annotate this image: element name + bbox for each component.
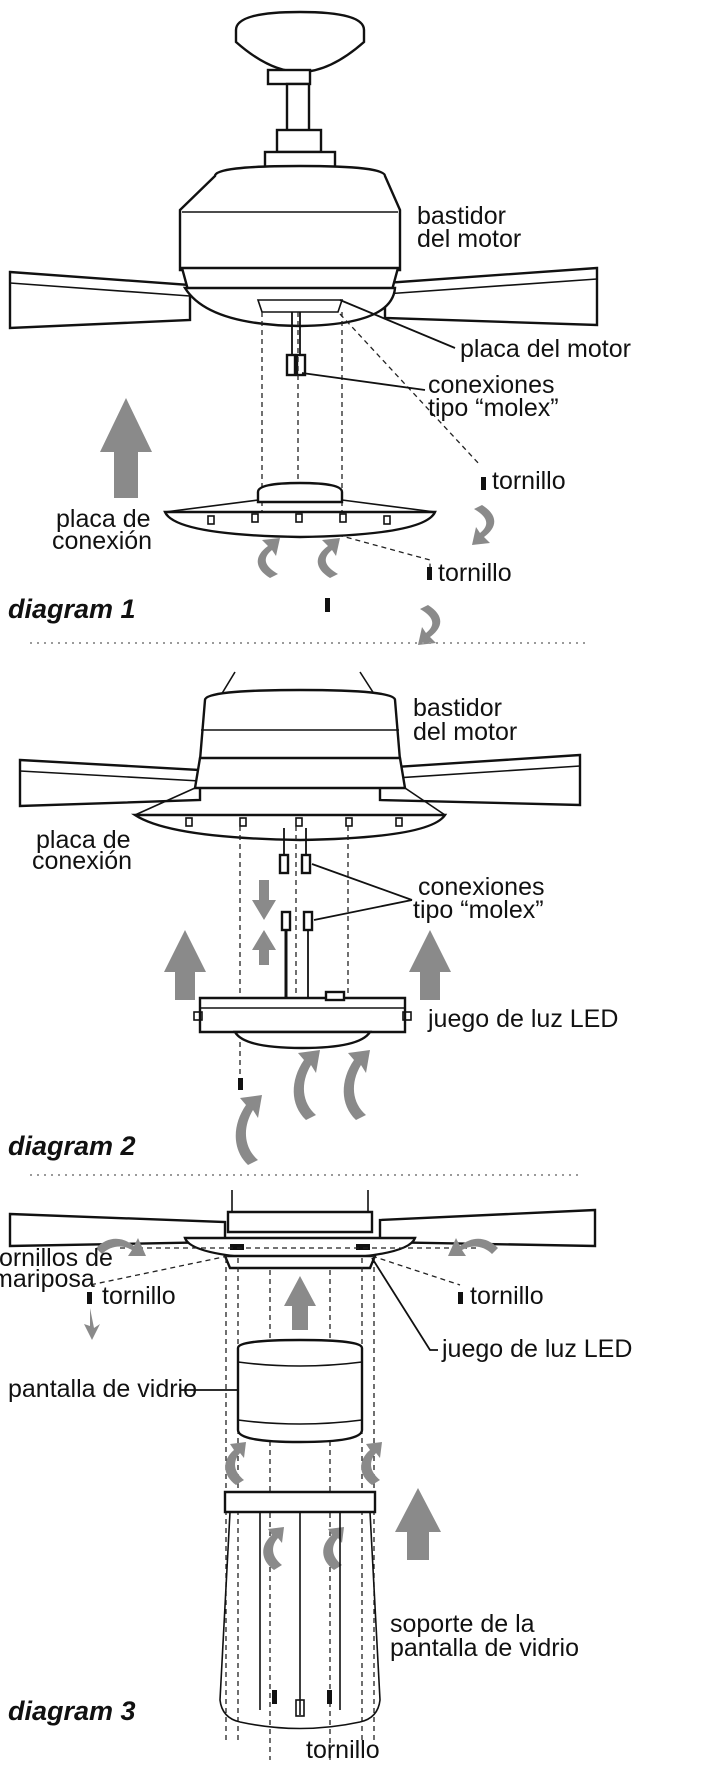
glass-shade	[236, 1338, 364, 1444]
diagram-1-caption: diagram 1	[8, 594, 136, 624]
label-screw-right: tornillo	[470, 1282, 544, 1310]
motor-ring	[182, 286, 397, 328]
label-motor-housing-1: bastidor	[413, 694, 502, 722]
rotation-arrows	[257, 505, 495, 645]
label-molex-2: tipo “molex”	[428, 394, 559, 422]
fan-blade-right	[378, 753, 582, 807]
label-led-kit: juego de luz LED	[441, 1335, 632, 1363]
label-connection-plate-1: placa de	[56, 505, 151, 533]
label-connection-plate-1: placa de	[36, 826, 131, 854]
up-arrow	[284, 1276, 316, 1330]
label-molex-1: conexiones	[418, 873, 544, 901]
motor-housing	[178, 164, 402, 272]
downrod-coupler	[275, 128, 323, 154]
diagram-3-caption: diagram 3	[8, 1696, 136, 1726]
fan-blade-left	[18, 758, 202, 808]
label-screw-bottom: tornillo	[306, 1736, 380, 1764]
led-kit-leader	[371, 1257, 438, 1351]
label-motor-housing-2: del motor	[417, 225, 521, 253]
label-motor-plate: placa del motor	[460, 335, 631, 363]
label-connection-plate-2: conexión	[52, 527, 152, 555]
glass-shade-leader	[180, 1389, 239, 1395]
up-arrow	[164, 930, 206, 1000]
led-light-kit	[223, 1254, 377, 1270]
motor-plate	[256, 299, 344, 313]
label-connection-plate-2: conexión	[32, 847, 132, 875]
molex-connector	[278, 853, 290, 875]
motor-plate-leader	[339, 299, 456, 349]
diagram-2: bastidor del motor placa de conexión con…	[8, 671, 618, 1165]
plate-screws	[207, 513, 391, 525]
up-arrow	[409, 930, 451, 1000]
connection-plate	[130, 813, 448, 842]
fan-blade-left	[8, 270, 192, 330]
label-screw-b: tornillo	[438, 559, 512, 587]
rotation-arrows	[225, 1442, 382, 1570]
motor-housing-lower	[180, 266, 400, 292]
diagram-1: bastidor del motor placa del motor conex…	[8, 10, 631, 645]
ceiling-canopy	[234, 10, 366, 74]
molex-leader	[311, 863, 413, 921]
connection-plate	[256, 481, 344, 504]
up-arrow	[395, 1488, 441, 1560]
screw-icon	[325, 477, 486, 612]
rotation-arrows	[235, 1050, 370, 1165]
label-wing-screws-1: tornillos de	[0, 1244, 113, 1272]
downrod	[285, 82, 311, 134]
label-motor-housing-2: del motor	[413, 718, 517, 746]
label-glass-shade: pantalla de vidrio	[8, 1375, 197, 1403]
label-wing-screws-2: mariposa	[0, 1265, 95, 1293]
label-shade-holder-2: pantalla de vidrio	[390, 1634, 579, 1662]
canopy-collar	[266, 68, 312, 86]
diagram-3: tornillos de mariposa tornillo tornillo …	[0, 1190, 632, 1764]
molex-connector	[285, 353, 297, 377]
label-molex-2: tipo “molex”	[413, 896, 544, 924]
shade-holder	[223, 1490, 377, 1514]
label-screw-left: tornillo	[102, 1282, 176, 1310]
diagram-2-caption: diagram 2	[8, 1131, 136, 1161]
up-arrow	[100, 398, 152, 498]
label-screw-a: tornillo	[492, 467, 566, 495]
motor-housing	[198, 688, 402, 762]
label-molex-1: conexiones	[428, 371, 554, 399]
label-shade-holder-1: soporte de la	[390, 1610, 535, 1638]
label-led-kit: juego de luz LED	[427, 1005, 618, 1033]
label-motor-housing-1: bastidor	[417, 202, 506, 230]
molex-leader	[301, 372, 426, 391]
led-light-kit	[198, 996, 407, 1034]
fan-blade-right	[383, 266, 599, 327]
